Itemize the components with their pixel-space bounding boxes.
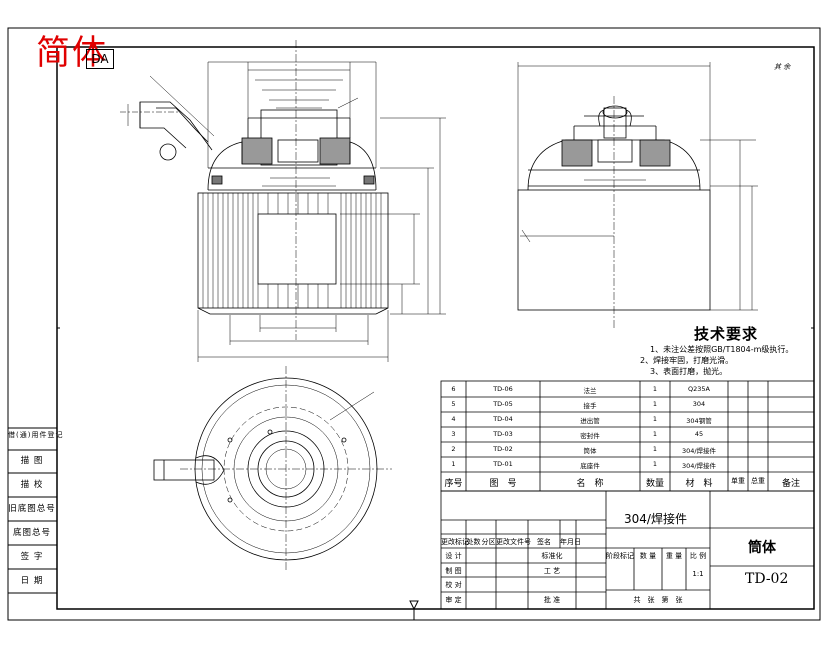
bom-cell-material: 304/焊接件	[681, 462, 717, 470]
bom-cell-qty: 1	[652, 385, 658, 393]
bom-cell-code: TD-04	[493, 415, 513, 423]
bom-header-material: 材 料	[685, 479, 713, 489]
tech-item: 1、未注公差按照GB/T1804-m级执行。	[650, 345, 794, 354]
standardization-label: 标准化	[541, 552, 563, 560]
tech-item: 2、焊接牢固，打磨光滑。	[640, 356, 734, 365]
rev-count: 处数	[466, 538, 481, 546]
bom-header-qty: 数量	[645, 479, 664, 489]
bom-cell-code: TD-03	[493, 430, 513, 438]
title-material: 304/焊接件	[624, 512, 687, 526]
bom-header-total-weight: 总重	[751, 477, 765, 485]
bom-header-code: 图 号	[489, 479, 517, 489]
side-panel-label: 日 期	[20, 576, 44, 586]
bom-cell-qty: 1	[652, 430, 658, 438]
stage-mark-label: 阶段标记	[606, 552, 634, 560]
scale-label: 比 例	[689, 552, 707, 560]
rev-mark: 更改标记	[441, 538, 469, 546]
bom-cell-qty: 1	[652, 445, 658, 453]
bom-header-no: 序号	[444, 479, 463, 489]
side-panel-label: 描 校	[20, 480, 44, 490]
bom-cell-no: 2	[451, 445, 456, 453]
rev-sign: 签名	[537, 538, 551, 546]
bom-cell-qty: 1	[652, 460, 658, 468]
bom-cell-name: 法兰	[583, 387, 597, 395]
bom-cell-no: 6	[451, 385, 456, 393]
review-label: 审 定	[445, 596, 462, 604]
technical-requirements: 技术要求 1、未注公差按照GB/T1804-m级执行。 2、焊接牢固，打磨光滑。…	[640, 323, 810, 377]
bom-cell-no: 4	[451, 415, 456, 423]
side-panel-label: 借(通)用件登记	[8, 431, 64, 439]
stamp-box-label: DA	[86, 49, 114, 69]
bom-cell-no: 3	[451, 430, 456, 438]
side-view	[517, 62, 758, 330]
bom-cell-material: 304钢管	[686, 417, 712, 425]
bom-cell-qty: 1	[652, 400, 658, 408]
bom-cell-material: 304/焊接件	[681, 447, 717, 455]
bom-cell-material: 304	[692, 400, 706, 408]
bom-cell-no: 5	[451, 400, 456, 408]
process-label: 工 艺	[543, 567, 561, 575]
rev-date: 年月日	[560, 538, 581, 546]
side-panel-label: 旧底图总号	[8, 504, 56, 514]
drawing-number: TD-02	[745, 571, 789, 587]
bom-cell-name: 接手	[583, 402, 597, 410]
bom-cell-name: 密封件	[580, 432, 600, 440]
design-label: 设 计	[445, 552, 462, 560]
drafting-label: 制 图	[445, 567, 462, 575]
side-panel-label: 签 字	[20, 552, 44, 562]
top-view	[153, 366, 392, 570]
rev-file: 更改文件号	[496, 538, 531, 546]
weight-label: 重 量	[665, 552, 683, 560]
check-label: 校 对	[445, 581, 462, 589]
part-name: 筒体	[748, 540, 776, 556]
front-view	[120, 40, 446, 362]
side-panel-label: 描 图	[20, 456, 44, 466]
bom-cell-code: TD-05	[493, 400, 513, 408]
bom-header-remark: 备注	[781, 479, 800, 489]
quantity-label: 数 量	[639, 552, 657, 560]
bom-cell-code: TD-01	[493, 460, 513, 468]
bom-header-unit-weight: 单重	[731, 477, 745, 485]
side-panel-label: 底图总号	[12, 528, 51, 538]
bom-header-name: 名 称	[576, 479, 604, 489]
tech-title: 技术要求	[694, 325, 759, 343]
scale-note: 其 余	[774, 63, 791, 71]
bom-cell-no: 1	[451, 460, 456, 468]
bom-cell-material: 45	[694, 430, 704, 438]
bom-cell-code: TD-02	[493, 445, 513, 453]
sheet-count: 共 张 第 张	[633, 596, 683, 604]
title-block	[440, 490, 815, 610]
bom-cell-name: 筒体	[583, 447, 597, 455]
tech-item: 3、表面打磨，抛光。	[650, 367, 728, 376]
drawing-frame	[7, 27, 821, 621]
bom-cell-name: 底座件	[580, 462, 600, 470]
bom-cell-material: Q235A	[688, 385, 710, 393]
stamp-text: 简体	[36, 33, 108, 73]
bom-cell-qty: 1	[652, 415, 658, 423]
bom-table	[440, 380, 815, 492]
bom-cell-name: 进出管	[580, 417, 600, 425]
rev-zone: 分区	[481, 538, 496, 546]
bom-cell-code: TD-06	[493, 385, 513, 393]
scale-value: 1:1	[692, 570, 704, 578]
approve-label: 批 准	[543, 596, 561, 604]
